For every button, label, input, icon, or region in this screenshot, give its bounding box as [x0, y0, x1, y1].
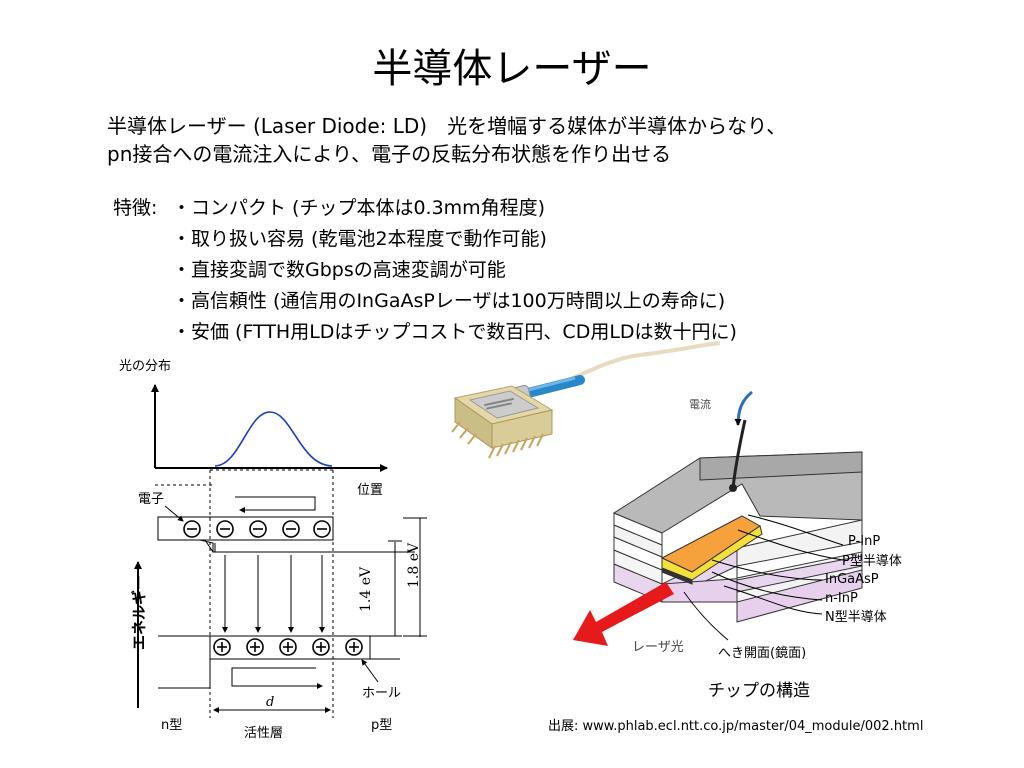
- chip-front-face: [613, 512, 863, 623]
- hole-flow-arrow: [231, 667, 323, 689]
- chip-caption: チップの構造: [708, 681, 810, 701]
- holes: [213, 638, 363, 656]
- feature-item: ・コンパクト (チップ本体は0.3mm角程度): [172, 197, 546, 219]
- recombination-arrows: [222, 555, 325, 633]
- intro-line-1: 半導体レーザー (Laser Diode: LD) 光を増幅する媒体が半導体から…: [107, 114, 787, 138]
- slide-title: 半導体レーザー: [372, 46, 652, 92]
- conduction-well: [157, 516, 334, 541]
- electron-flow-arrow: [235, 496, 316, 513]
- electron-label: 電子: [138, 492, 165, 507]
- electron-pointer: [164, 505, 184, 522]
- n-type-label: n型: [161, 718, 183, 733]
- feature-item: ・安価 (FTTH用LDはチップコストで数百円、CD用LDは数十円に): [172, 321, 737, 343]
- light-distribution-curve: [214, 411, 333, 467]
- source-citation: 出展: www.phlab.ecl.ntt.co.jp/master/04_mo…: [548, 719, 924, 734]
- feature-item: ・取り扱い容易 (乾電池2本程度で動作可能): [172, 228, 547, 250]
- layer-leaders: [683, 514, 844, 641]
- valence-well: [209, 635, 371, 660]
- p-semiconductor-label: P型半導体: [842, 554, 902, 569]
- electrons: [183, 520, 331, 538]
- n-inp-label: n-InP: [825, 591, 858, 606]
- p-type-label: p型: [371, 718, 393, 733]
- width-symbol: d: [266, 695, 275, 710]
- active-region: [660, 515, 763, 585]
- features-label: 特徴:: [113, 197, 158, 219]
- laser-light-label: レーザ光: [632, 640, 684, 655]
- current-wire: [731, 419, 747, 489]
- cleaved-facet-label: へき開面(鏡面): [718, 646, 807, 661]
- hole-pointer: [361, 659, 379, 683]
- hole-label: ホール: [362, 686, 402, 701]
- p-inp-label: P-InP: [848, 534, 881, 549]
- light-distribution-label: 光の分布: [119, 359, 172, 374]
- active-layer-label: 活性層: [244, 726, 284, 741]
- current-label: 電流: [689, 398, 711, 411]
- bandgap-dimensions: [350, 517, 427, 637]
- feature-item: ・直接変調で数Gbpsの高速変調が可能: [172, 259, 506, 281]
- n-semiconductor-label: N型半導体: [825, 610, 887, 625]
- current-arrow: [734, 390, 753, 426]
- intro-line-2: pn接合への電流注入により、電子の反転分布状態を作り出せる: [107, 142, 672, 166]
- ingaasp-label: InGaAsP: [825, 572, 879, 587]
- feature-item: ・高信頼性 (通信用のInGaAsPレーザは100万時間以上の寿命に): [172, 290, 726, 312]
- position-label: 位置: [357, 483, 384, 498]
- light-axes: [151, 384, 388, 472]
- laser-output-arrow: [573, 582, 674, 646]
